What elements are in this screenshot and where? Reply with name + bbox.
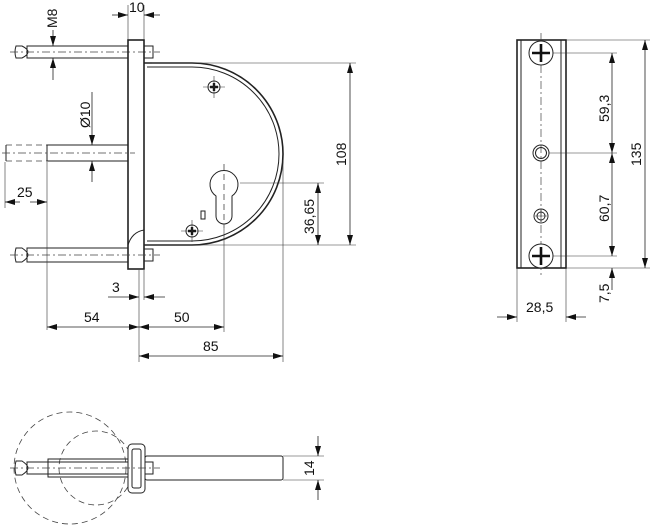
dim-body-height: 108 bbox=[144, 62, 356, 246]
dim-pin-length: 54 bbox=[47, 309, 139, 330]
dim-label: 36,65 bbox=[301, 199, 317, 234]
screw-icon bbox=[528, 40, 554, 66]
dim-plate-height: 135 bbox=[628, 40, 648, 268]
screw-icon bbox=[181, 220, 203, 242]
dim-backset: 50 bbox=[139, 228, 225, 332]
dim-label: 10 bbox=[129, 0, 145, 15]
dim-keyhole-height: 36,65 bbox=[240, 182, 324, 245]
dim-bar-thickness: 14 bbox=[283, 436, 324, 500]
dim-label: M8 bbox=[44, 8, 60, 28]
dim-label: 3 bbox=[112, 279, 120, 295]
dim-label: 7,5 bbox=[596, 283, 612, 303]
top-bolt bbox=[10, 45, 160, 59]
dim-label: 14 bbox=[301, 460, 317, 476]
dim-label: 60,7 bbox=[596, 195, 612, 222]
dim-label: 25 bbox=[17, 184, 33, 200]
latch-slot bbox=[200, 210, 206, 220]
dim-body-depth: 85 bbox=[139, 160, 284, 362]
screw-icon bbox=[528, 243, 554, 269]
dim-plate-thickness: 10 bbox=[112, 0, 160, 40]
bracket bbox=[127, 443, 146, 494]
middle-pin bbox=[2, 144, 135, 162]
dim-pin-projection: 25 bbox=[4, 162, 48, 330]
dim-label: 50 bbox=[174, 309, 190, 325]
bottom-bolt bbox=[10, 229, 160, 268]
top-view: 14 bbox=[10, 411, 324, 525]
dim-label: 85 bbox=[203, 338, 219, 354]
dim-label: 28,5 bbox=[526, 299, 553, 315]
dim-label: Ø10 bbox=[77, 101, 93, 128]
screw-icon bbox=[203, 76, 225, 98]
hole-icon bbox=[533, 208, 549, 224]
keyhole bbox=[209, 170, 239, 225]
dim-thread: M8 bbox=[44, 8, 60, 80]
dim-bottom-offset: 7,5 bbox=[596, 268, 615, 303]
dim-label: 135 bbox=[628, 142, 644, 166]
plate-side bbox=[516, 39, 567, 269]
dim-plate-width: 28,5 bbox=[497, 268, 586, 322]
mounting-plate bbox=[127, 39, 145, 270]
dim-pin-diameter: Ø10 bbox=[77, 92, 95, 182]
lock-bar bbox=[144, 455, 284, 481]
lock-body bbox=[144, 62, 284, 246]
dim-label: 108 bbox=[333, 142, 349, 166]
dim-label: 54 bbox=[84, 309, 100, 325]
dim-lower-spacing: 60,7 bbox=[596, 153, 615, 256]
dim-label: 59,3 bbox=[596, 95, 612, 122]
dim-upper-spacing: 59,3 bbox=[596, 53, 615, 153]
side-view: 59,3 60,7 135 7,5 28,5 bbox=[497, 33, 650, 322]
dim-gap: 3 bbox=[108, 270, 165, 362]
front-view: 10 M8 Ø10 25 108 bbox=[2, 0, 356, 362]
